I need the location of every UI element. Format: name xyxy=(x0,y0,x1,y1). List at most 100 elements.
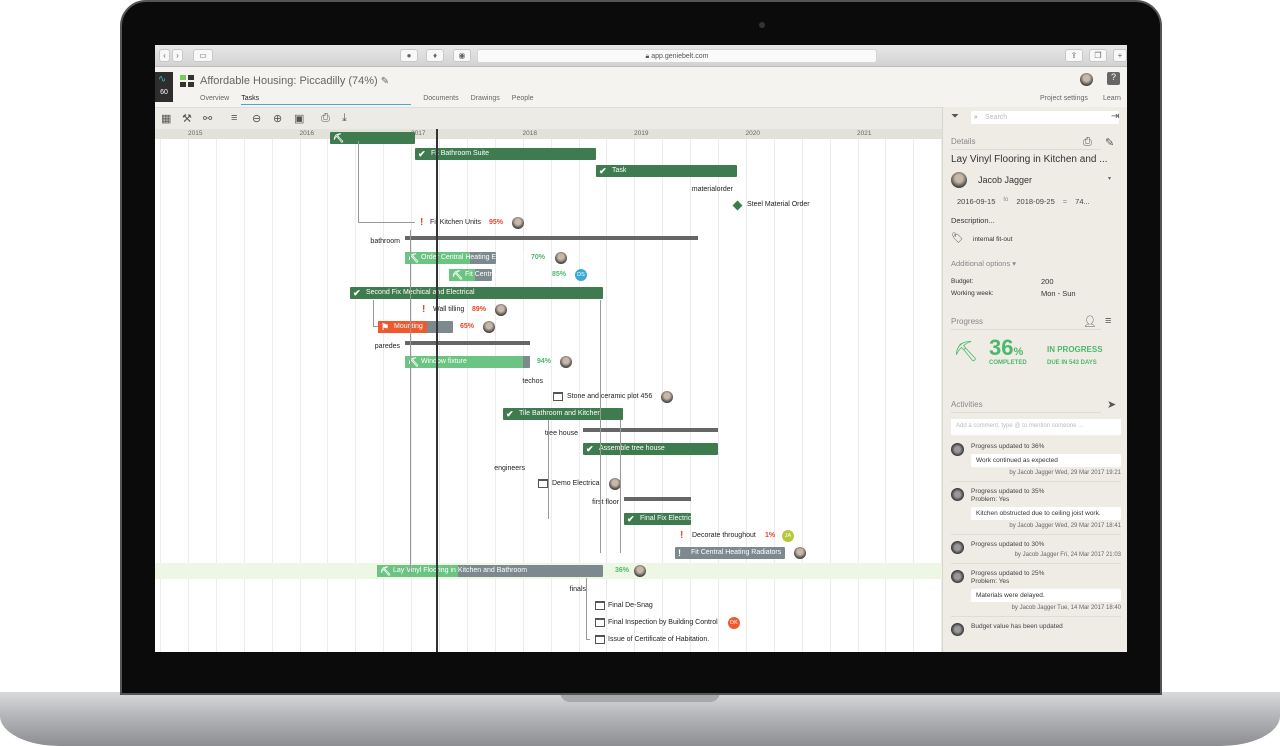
task-label[interactable]: Final Inspection by Building Control xyxy=(608,618,718,626)
assignee-avatar[interactable] xyxy=(555,252,567,264)
task-label[interactable]: Demo Electrical xyxy=(552,479,602,487)
group-label: first floor xyxy=(592,498,619,506)
add-milestone-icon[interactable]: ⚯ xyxy=(203,113,213,125)
calendar-icon xyxy=(595,618,605,627)
send-icon[interactable]: ➤ xyxy=(1107,399,1117,411)
pulse-button[interactable]: ∿60 xyxy=(155,72,173,102)
assignee-avatar[interactable] xyxy=(794,547,806,559)
laptop-notch xyxy=(560,692,720,702)
assignee-select[interactable]: Jacob Jagger xyxy=(978,175,1033,185)
activity-list: Progress updated to 36%Work continued as… xyxy=(951,443,1121,636)
tab-tasks[interactable]: Tasks xyxy=(241,95,412,105)
task-bar[interactable]: ⛏ xyxy=(330,132,415,144)
progress-fill xyxy=(378,321,427,333)
start-date[interactable]: 2016-09-15 xyxy=(957,197,996,206)
task-bar[interactable]: ⛏Order Central Heating Equipment xyxy=(405,252,525,264)
address-bar[interactable]: 🔒︎ app.geniebelt.com xyxy=(477,49,877,63)
sidebar-toggle-button[interactable]: ▭ xyxy=(193,49,213,62)
grid-view-icon[interactable]: ▦ xyxy=(161,113,172,125)
task-bar[interactable]: ⚑Mounting xyxy=(378,321,453,333)
assignee-avatar[interactable]: JA xyxy=(782,530,794,542)
extension-icon[interactable]: ● xyxy=(400,49,418,62)
back-button[interactable]: ‹ xyxy=(159,49,170,62)
zoom-in-icon[interactable]: ⊕ xyxy=(273,113,283,125)
edit-icon[interactable]: ✎ xyxy=(380,76,390,87)
checkmark-icon: ✔ xyxy=(506,409,514,419)
additional-options-toggle[interactable]: Additional options ▾ xyxy=(951,259,1017,268)
progress-settings-icon[interactable]: ≡ xyxy=(1105,315,1112,327)
worker-icon: ⛏ xyxy=(333,133,345,143)
task-bar[interactable]: ⛏Fit Central Heating Boiler xyxy=(449,269,543,281)
task-bar[interactable]: ✔Task xyxy=(596,165,737,177)
project-settings-link[interactable]: Project settings xyxy=(1040,95,1088,102)
task-bar[interactable]: ✔Tile Bathroom and Kitchen xyxy=(503,408,623,420)
tag-label[interactable]: internal fit-out xyxy=(973,236,1013,243)
comment-input[interactable]: Add a comment, type @ to mention someone… xyxy=(951,419,1121,435)
task-label[interactable]: Stone and ceramic plot 456 xyxy=(567,392,653,400)
working-week-select[interactable]: Mon - Sun xyxy=(1041,289,1076,298)
task-label[interactable]: Fit Kitchen Units xyxy=(430,218,481,226)
task-bar[interactable]: ✔Final Fix Electrical xyxy=(624,513,697,525)
print-icon[interactable]: ⎙ xyxy=(321,112,330,124)
lightbulb-icon[interactable]: ♦ xyxy=(426,49,444,62)
dependency-line xyxy=(358,141,415,223)
milestone-diamond-icon[interactable] xyxy=(732,200,743,210)
task-label[interactable]: Decorate throughout xyxy=(692,531,756,539)
add-task-icon[interactable]: ⚒ xyxy=(182,113,192,125)
tab-documents[interactable]: Documents xyxy=(423,95,459,102)
learn-link[interactable]: Learn xyxy=(1103,95,1121,102)
chevron-down-icon[interactable]: ▾ xyxy=(1108,176,1112,182)
budget-value[interactable]: 200 xyxy=(1041,277,1054,286)
assignee-avatar[interactable] xyxy=(483,321,495,333)
task-bar[interactable]: ⛏Window fixture xyxy=(405,356,530,368)
task-percent: 94% xyxy=(537,357,552,365)
task-bar[interactable]: ✔Fit Bathroom Suite xyxy=(415,148,596,160)
search-input[interactable]: ⌕Search xyxy=(971,111,1119,124)
checkmark-icon: ✔ xyxy=(599,166,607,176)
gridline xyxy=(522,139,524,652)
assignee-avatar[interactable]: DS xyxy=(575,269,587,281)
tabs-button[interactable]: ❐ xyxy=(1089,49,1107,62)
year-label: 2016 xyxy=(299,130,314,137)
export-icon[interactable]: ⤓ xyxy=(342,112,347,124)
activity-text: Budget value has been updated xyxy=(971,623,1063,630)
user-avatar[interactable] xyxy=(1080,73,1093,86)
edit-details-icon[interactable]: ✎ xyxy=(1105,137,1115,149)
calendar-icon xyxy=(595,635,605,644)
share-button[interactable]: ⇪ xyxy=(1065,49,1083,62)
assignee-avatar[interactable] xyxy=(661,391,673,403)
task-bar[interactable]: ⛏Lay Vinyl Flooring in Kitchen and Bathr… xyxy=(377,565,603,577)
tab-drawings[interactable]: Drawings xyxy=(470,95,500,102)
end-date[interactable]: 2018-09-25 xyxy=(1016,197,1055,206)
forward-button[interactable]: › xyxy=(172,49,183,62)
task-percent: 85% xyxy=(552,270,567,278)
fit-screen-icon[interactable]: ▣ xyxy=(294,113,305,125)
tab-overview[interactable]: Overview xyxy=(200,95,230,102)
gridline xyxy=(383,139,385,652)
assignee-avatar[interactable] xyxy=(609,478,621,490)
print-details-icon[interactable]: ⎙ xyxy=(1083,136,1092,148)
task-label: Lay Vinyl Flooring in Kitchen and Bathro… xyxy=(393,567,528,574)
tab-people[interactable]: People xyxy=(511,95,534,102)
assignee-avatar[interactable]: DK xyxy=(728,617,740,629)
new-tab-button[interactable]: + xyxy=(1113,49,1127,62)
task-bar[interactable]: !Fit Central Heating Radiators xyxy=(675,547,785,559)
assignee-avatar[interactable] xyxy=(634,565,647,577)
adblock-icon[interactable]: ◉ xyxy=(453,49,471,62)
assignee-avatar[interactable] xyxy=(495,304,507,316)
task-bar[interactable]: ✔Assemble tree house xyxy=(583,443,718,455)
description-field[interactable]: Description... xyxy=(951,216,995,225)
filter-icon[interactable]: ⏷ xyxy=(951,111,959,122)
duration[interactable]: 74... xyxy=(1075,197,1090,206)
task-label[interactable]: Issue of Certificate of Habitation. xyxy=(608,635,710,643)
assign-icon[interactable]: 👤︎ xyxy=(1083,316,1097,328)
task-label[interactable]: Final De-Snag xyxy=(608,601,653,609)
collapse-icon[interactable]: ≡ xyxy=(231,112,238,124)
task-label[interactable]: Wall tilling xyxy=(433,305,465,313)
help-icon[interactable]: ? xyxy=(1107,72,1120,85)
assignee-avatar[interactable] xyxy=(560,356,572,368)
task-bar[interactable]: ✔Second Fix Mechical and Electrical xyxy=(350,287,603,299)
collapse-panel-icon[interactable]: ⇥ xyxy=(1111,111,1120,122)
zoom-out-icon[interactable]: ⊖ xyxy=(252,113,262,125)
assignee-avatar[interactable] xyxy=(512,217,524,229)
